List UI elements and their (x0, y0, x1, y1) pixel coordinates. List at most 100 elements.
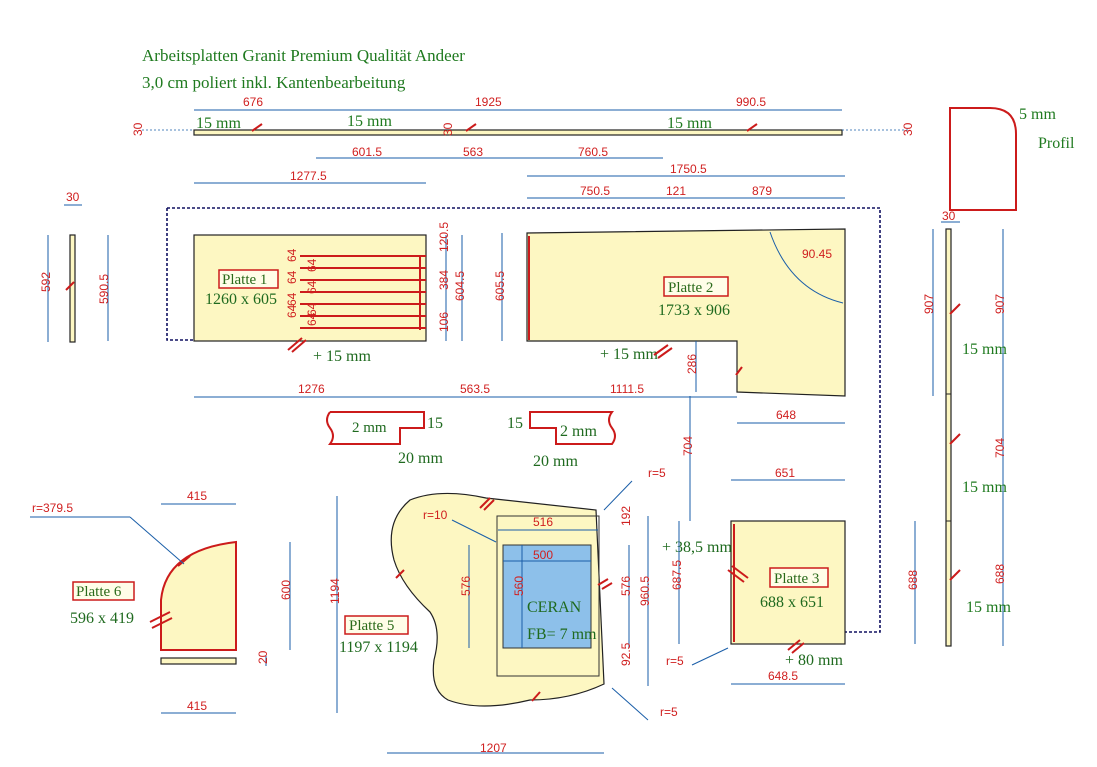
p1-dim-120-5: 120.5 (437, 222, 451, 252)
p5-dim-1207: 1207 (480, 741, 507, 755)
platte-3-extra: + 38,5 mm (662, 539, 732, 556)
radius-r5-top: r=5 (648, 466, 666, 480)
profile-sketch-right: 2 mm 15 20 mm (507, 411, 616, 470)
dim-760-5: 760.5 (578, 145, 608, 159)
radius-r5-p3: r=5 (666, 654, 684, 668)
platte-3: Platte 3 688 x 651 + 80 mm + 38,5 mm 651… (662, 396, 920, 685)
profile-c: 20 mm (398, 450, 443, 467)
fb-label: FB= 7 mm (527, 626, 597, 643)
platte-2-name: Platte 2 (668, 280, 713, 296)
p1-dim-height-left: 590.5 (97, 274, 111, 304)
profile-b: 15 (507, 415, 523, 432)
ceran-label: CERAN (527, 599, 582, 616)
p2-dim-907: 907 (922, 294, 936, 314)
platte-2-size: 1733 x 906 (658, 302, 730, 319)
right-strip-thickness: 30 (942, 209, 956, 223)
platte-6-name: Platte 6 (76, 584, 122, 600)
edge-label: 15 mm (667, 115, 712, 132)
edge-label: 15 mm (196, 115, 241, 132)
p2-dim-648: 648 (776, 408, 796, 422)
platte-1-edge: + 15 mm (313, 348, 371, 365)
platte-5-label-box (344, 615, 409, 635)
gap-dim: 563.5 (460, 382, 490, 396)
p6-dim-415-bottom: 415 (187, 699, 207, 713)
platte-1-name: Platte 1 (222, 272, 267, 288)
dim-1925: 1925 (475, 95, 502, 109)
p5-dim-960-5: 960.5 (638, 576, 652, 606)
dim-676: 676 (243, 95, 263, 109)
sink-frame (496, 515, 600, 677)
top-strip: 676 1925 990.5 601.5 563 760.5 30 30 30 … (131, 95, 915, 159)
profile-a: 2 mm (352, 420, 387, 436)
p2-dim-90-45: 90.45 (802, 247, 832, 261)
slot-dim: 64 (305, 258, 319, 272)
rs-dim-907: 907 (993, 294, 1007, 314)
platte-3-edge: + 80 mm (785, 652, 843, 669)
right-strip-slab (945, 228, 952, 647)
platte-3-name: Platte 3 (774, 571, 819, 587)
p3-dim-704: 704 (681, 436, 695, 456)
p1-dim-width-bottom: 1276 (298, 382, 325, 396)
thick-mid: 30 (441, 122, 455, 136)
platte-6-slab (160, 541, 237, 651)
p1-dim-106: 106 (437, 312, 451, 332)
right-strips: 30 907 704 688 15 mm 15 mm 15 mm (941, 209, 1011, 647)
platte-3-label-box (769, 567, 829, 588)
p2-dim-879: 879 (752, 184, 772, 198)
platte-1-size: 1260 x 605 (205, 291, 277, 308)
platte-5: Platte 5 1197 x 1194 CERAN FB= 7 mm 1194… (328, 466, 729, 755)
dim-563: 563 (463, 145, 483, 159)
p6-dim-20: 20 (256, 650, 270, 664)
thick-left: 30 (131, 122, 145, 136)
platte-2-label-box (663, 276, 729, 297)
p6-radius: r=379.5 (32, 501, 73, 515)
p2-dim-121: 121 (666, 184, 686, 198)
p5-dim-560: 560 (512, 576, 526, 596)
p2-dim-1111-5: 1111.5 (610, 382, 644, 396)
slot-dim: 64 (285, 270, 299, 284)
slot-dim: 64 (285, 248, 299, 262)
dim-601-5: 601.5 (352, 145, 382, 159)
rs-edge: 15 mm (962, 341, 1007, 358)
rs-edge: 15 mm (962, 479, 1007, 496)
corner-arc (769, 231, 844, 304)
platte-2-slab (526, 228, 846, 397)
edge-label: 15 mm (347, 113, 392, 130)
ceran-hob (502, 544, 592, 649)
left-strip-thickness: 30 (66, 190, 80, 204)
p2-dim-1750-5: 1750.5 (670, 162, 707, 176)
slot-dim: 64 (285, 304, 299, 318)
platte-6-label-box (72, 581, 135, 601)
thick-right: 30 (901, 122, 915, 136)
slot-dim: 64 (305, 312, 319, 326)
rs-dim-704: 704 (993, 438, 1007, 458)
room-outline (166, 207, 881, 633)
p5-dim-92-5: 92.5 (619, 642, 633, 666)
top-strip-slab (193, 129, 843, 136)
slot-dim: 64 (285, 292, 299, 306)
p2-dim-286: 286 (685, 354, 699, 374)
profile-a: 2 mm (560, 423, 597, 440)
platte-5-size: 1197 x 1194 (339, 639, 418, 656)
profile-thickness: 5 mm (1019, 106, 1056, 123)
p2-dim-750-5: 750.5 (580, 184, 610, 198)
platte-2-edge: + 15 mm (600, 346, 658, 363)
profile-c: 20 mm (533, 453, 578, 470)
p5-dim-576: 576 (459, 576, 473, 596)
profile-b: 15 (427, 415, 443, 432)
slot-dim: 64 (305, 302, 319, 316)
profile-sketch: 5 mm Profil (949, 106, 1075, 211)
p6-dim-600: 600 (279, 580, 293, 600)
p1-dim-384: 384 (437, 270, 451, 290)
p5-dim-516: 516 (533, 515, 553, 529)
p3-dim-688: 688 (906, 570, 920, 590)
p3-dim-687-5: 687.5 (670, 560, 684, 590)
dim-990-5: 990.5 (736, 95, 766, 109)
radius-r10: r=10 (423, 508, 448, 522)
p1-dim-width-top: 1277.5 (290, 169, 327, 183)
platte-6: Platte 6 596 x 419 415 600 415 20 r=379.… (30, 489, 293, 714)
p5-dim-576-right: 576 (619, 576, 633, 596)
platte-3-size: 688 x 651 (760, 594, 824, 611)
p3-dim-651: 651 (775, 466, 795, 480)
